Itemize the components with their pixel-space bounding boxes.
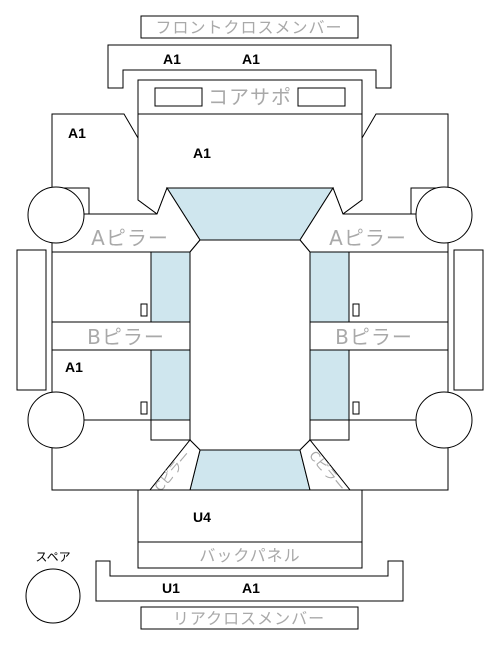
front-door-left[interactable] [51, 251, 152, 323]
rear-window[interactable] [189, 449, 311, 491]
spare-tire[interactable] [25, 568, 81, 624]
rear-cross-code-left: U1 [162, 580, 180, 596]
roof[interactable] [189, 239, 311, 451]
side-sill-left[interactable] [16, 249, 47, 391]
wheel-front-left[interactable] [27, 186, 85, 244]
back-panel[interactable] [137, 541, 363, 569]
rear-cross-member-box[interactable] [140, 606, 359, 630]
front-door-glass-left[interactable] [150, 251, 191, 323]
spare-label: スペア [35, 550, 70, 564]
front-cross-member[interactable] [107, 44, 392, 89]
rear-door-handle-left [140, 401, 148, 415]
a-pillar-left-label: Aピラー [91, 226, 169, 250]
b-pillar-right-label: Bピラー [335, 325, 413, 349]
front-cross-code-right: A1 [242, 51, 260, 67]
hood-code: A1 [193, 145, 211, 161]
rear-cross-code-right: A1 [242, 580, 260, 596]
rear-door-handle-right [352, 401, 360, 415]
front-cross-member-box[interactable] [140, 15, 359, 39]
rear-door-glass-left[interactable] [150, 349, 191, 421]
b-pillar-right-area[interactable] [309, 321, 449, 351]
wheel-front-right[interactable] [415, 186, 473, 244]
rear-cross-member-label: リアクロスメンバー [173, 609, 325, 628]
front-cross-code-left: A1 [163, 51, 181, 67]
a-pillar-right-label: Aピラー [329, 226, 407, 250]
headlight-left [154, 87, 203, 107]
core-support-label: コアサポ [208, 85, 292, 109]
front-door-handle-right [352, 303, 360, 317]
wheel-rear-left[interactable] [27, 391, 85, 449]
wheel-rear-right[interactable] [415, 391, 473, 449]
b-pillar-left-area[interactable] [51, 321, 191, 351]
front-door-glass-right[interactable] [309, 251, 350, 323]
front-fender-left-code: A1 [68, 125, 86, 141]
rear-door-glass-right[interactable] [309, 349, 350, 421]
back-panel-label: バックパネル [199, 546, 300, 565]
trunk[interactable] [137, 489, 363, 543]
b-pillar-left-label: Bピラー [87, 325, 165, 349]
front-door-right[interactable] [348, 251, 449, 323]
side-sill-right[interactable] [453, 249, 484, 391]
front-cross-member-label: フロントクロスメンバー [155, 18, 342, 37]
rear-door-left-code: A1 [65, 359, 83, 375]
headlight-right [297, 87, 346, 107]
trunk-code: U4 [193, 509, 211, 525]
front-door-handle-left [140, 303, 148, 317]
rear-cross-member[interactable] [95, 560, 404, 602]
